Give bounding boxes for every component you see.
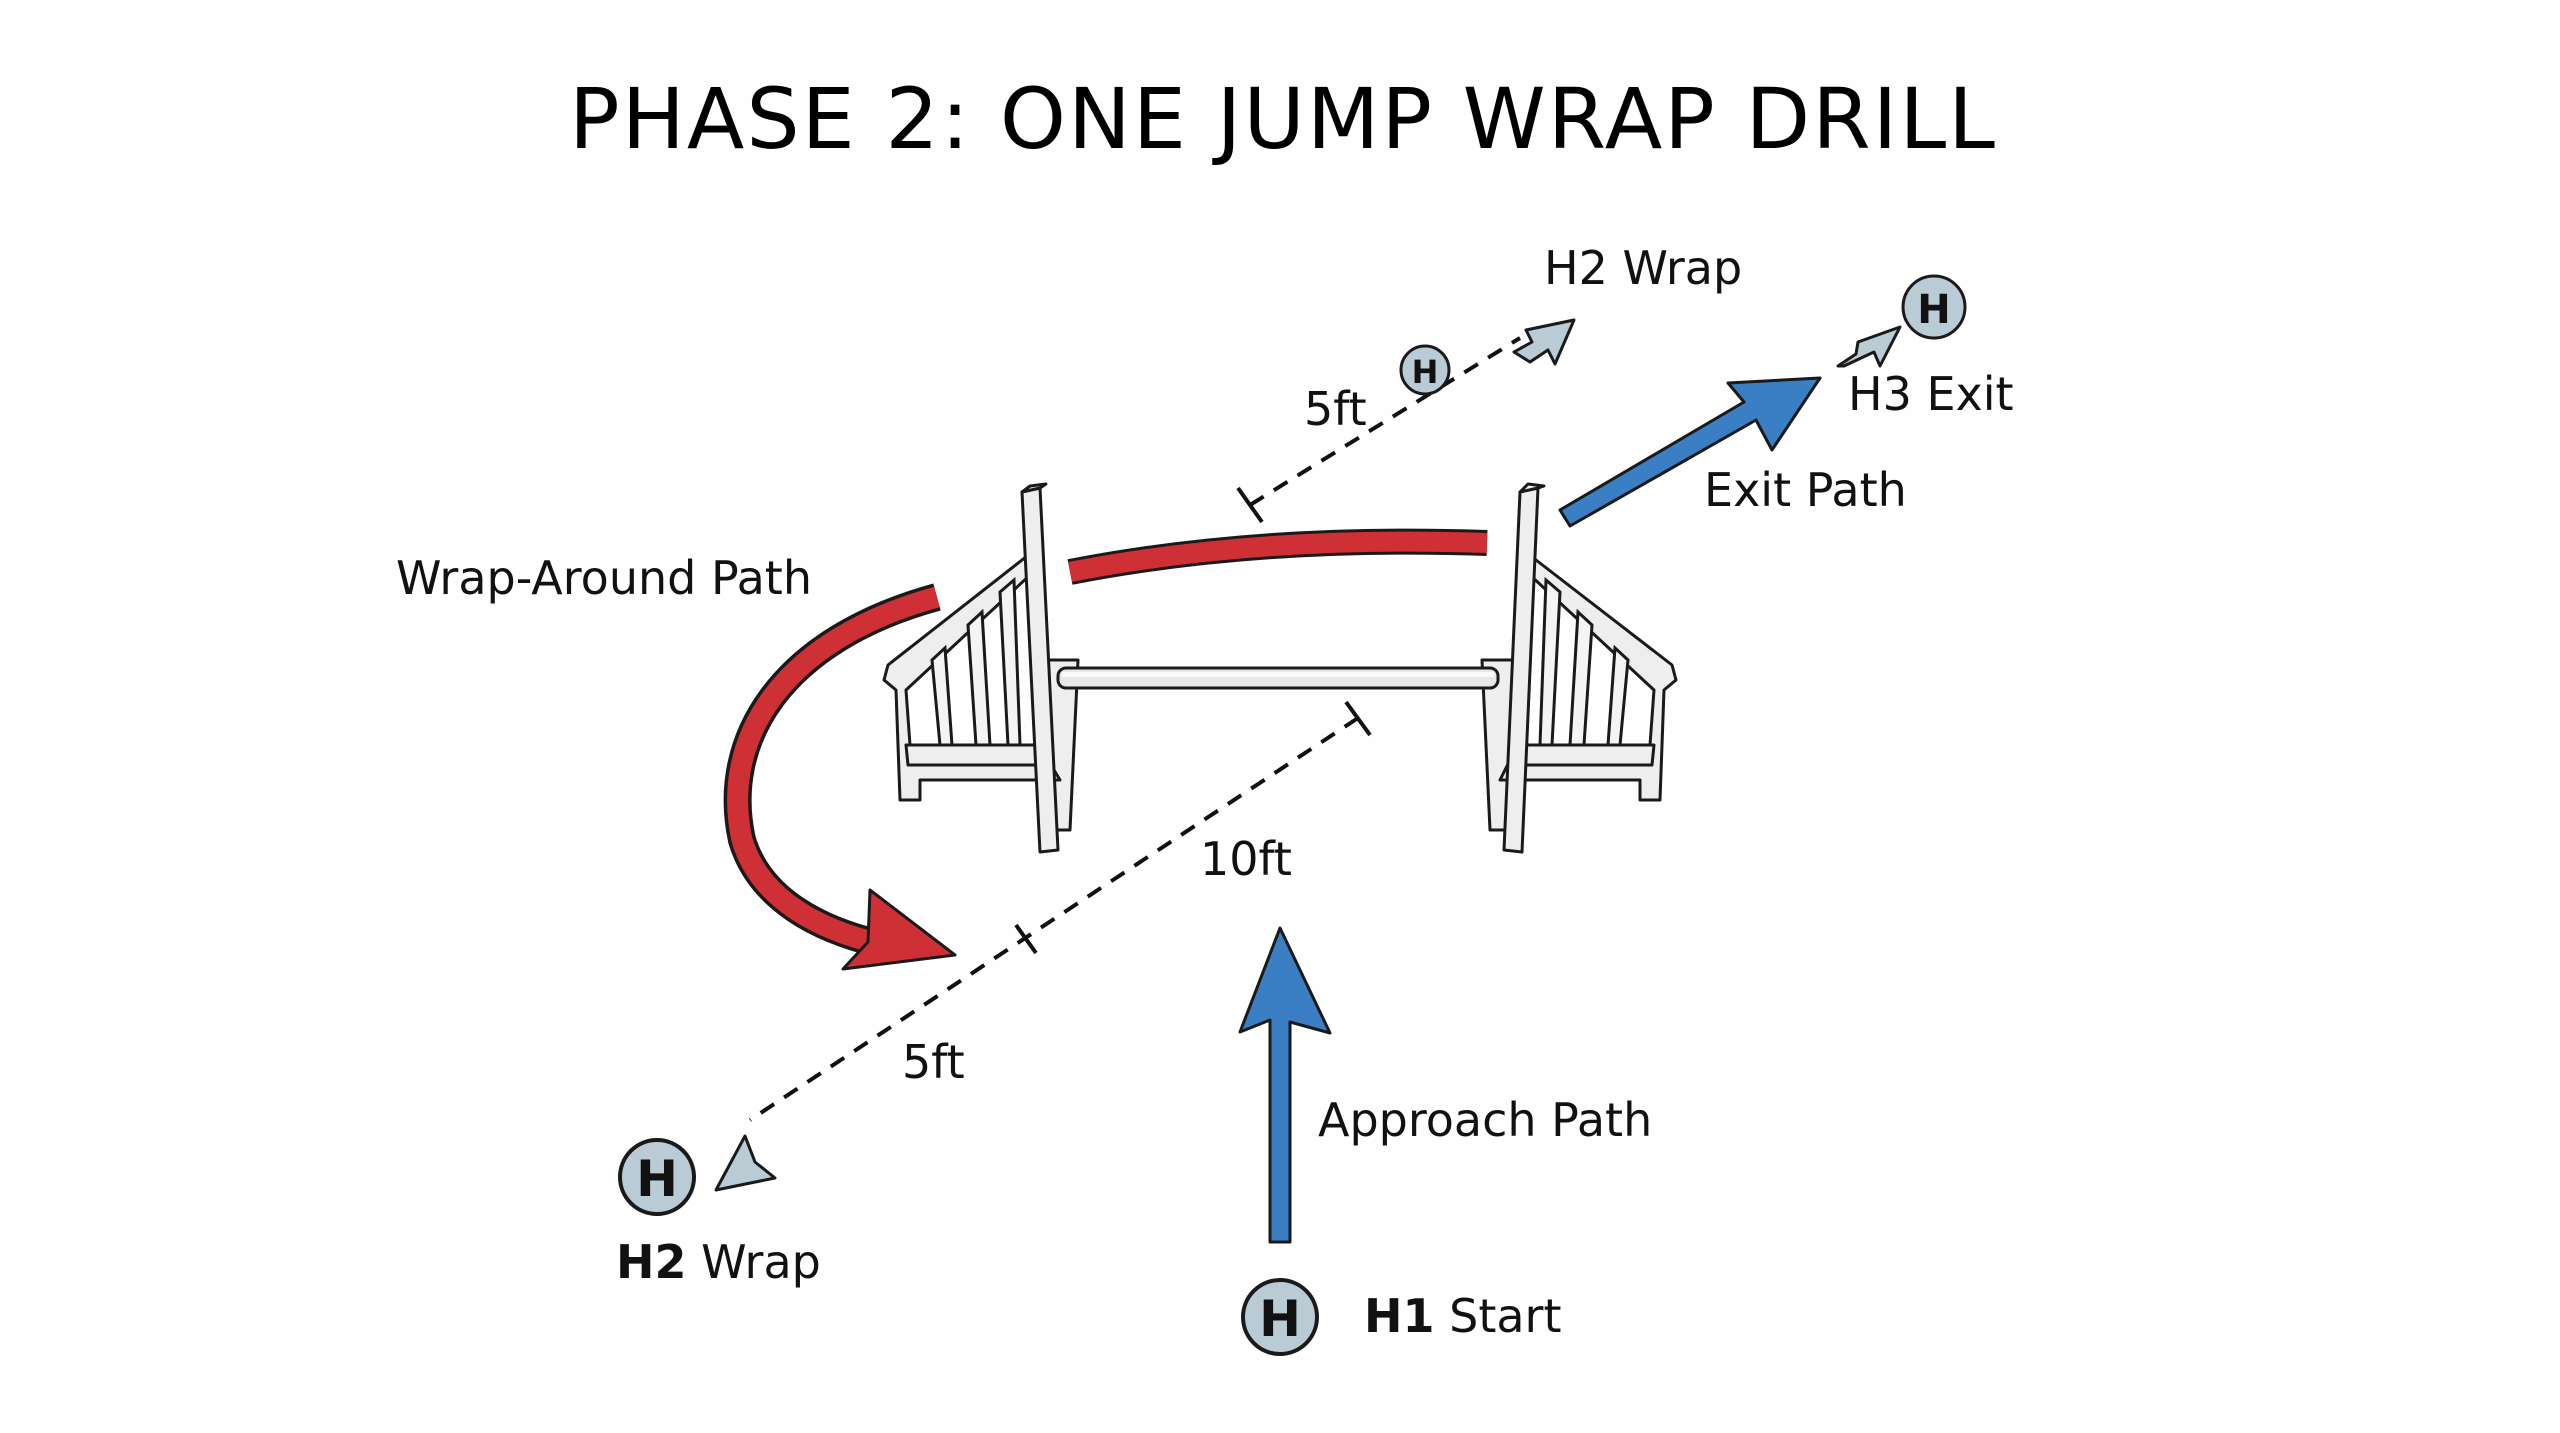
exit-path-arrow: [1558, 376, 1822, 528]
exit-path-label: Exit Path: [1704, 463, 1907, 517]
jump-bar: [1056, 666, 1500, 690]
h3-code: H3: [1848, 367, 1912, 421]
handler-letter: H: [1259, 1290, 1301, 1348]
distance-line-top: [1236, 336, 1522, 524]
handler-marker-h1: H: [1241, 1278, 1319, 1356]
distance-label-middle: 10ft: [1200, 832, 1292, 886]
right-wing-stand: [1480, 482, 1678, 854]
approach-path-arrow: [1238, 926, 1332, 1244]
distance-line-bottom: [748, 700, 1372, 1122]
handler-marker-h2-bottom: H: [618, 1138, 696, 1216]
handler-letter: H: [636, 1150, 678, 1208]
h3-exit-label: H3 Exit: [1848, 367, 2014, 421]
h2-wrap-top-label: H2 Wrap: [1544, 241, 1742, 295]
wrap-around-path-arrow: [723, 528, 1488, 971]
left-wing-stand: [882, 482, 1080, 854]
handler-move-arrow-bottom: [714, 1134, 777, 1192]
wrap-around-path-label: Wrap-Around Path: [396, 551, 812, 605]
handler-letter: H: [1412, 353, 1439, 391]
h1-text: Start: [1435, 1289, 1562, 1343]
h2-code: H2: [616, 1235, 687, 1289]
page-title: PHASE 2: ONE JUMP WRAP DRILL: [569, 70, 1997, 168]
handler-move-arrow-h3: [1836, 325, 1902, 368]
h1-start-label: H1 Start: [1364, 1289, 1562, 1343]
h1-code: H1: [1364, 1289, 1435, 1343]
handler-letter: H: [1917, 287, 1950, 333]
h2-wrap-bottom-label: H2 Wrap: [616, 1235, 821, 1289]
distance-label-bottom: 5ft: [902, 1035, 965, 1089]
handler-marker-h3: H: [1901, 274, 1967, 340]
h2-text: Wrap: [687, 1235, 821, 1289]
distance-label-top: 5ft: [1304, 382, 1367, 436]
approach-path-label: Approach Path: [1318, 1093, 1652, 1147]
handler-move-arrow-top: [1512, 318, 1576, 366]
h3-text: Exit: [1912, 367, 2014, 421]
handler-marker-h2-top: H: [1399, 344, 1451, 396]
